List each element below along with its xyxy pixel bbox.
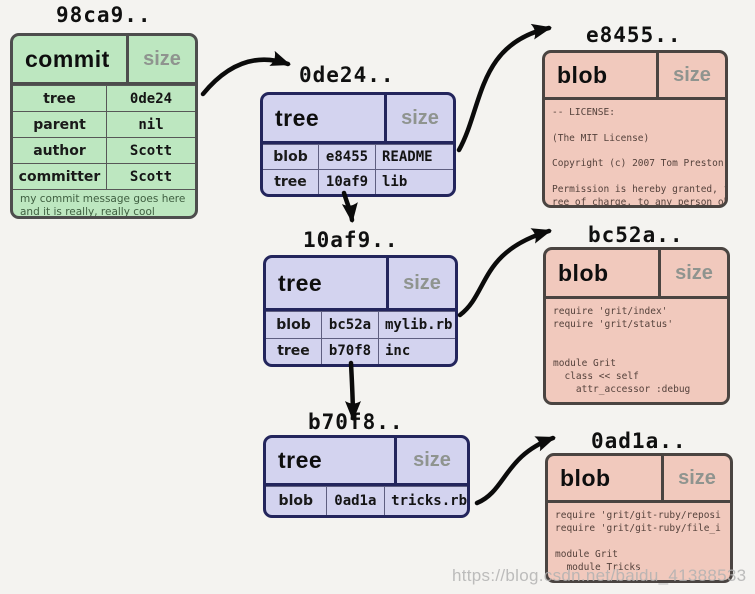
blob1-type-label: blob (557, 61, 608, 88)
tree2-size-label: size (386, 258, 455, 308)
commit-row-key: tree (13, 86, 107, 111)
entry-hash: 10af9 (319, 170, 376, 194)
blob-content-line: module Tricks (555, 562, 641, 573)
blob-content-line: require 'grit/git-ruby/file_i (555, 523, 721, 534)
blob-content-line: Copyright (c) 2007 Tom Preston- (552, 158, 725, 170)
blob-content-line: require 'grit/index' (553, 306, 668, 317)
blob-content-line: require 'grit/status' (553, 319, 674, 330)
blob-content-line (552, 145, 719, 158)
blob-content-line (555, 536, 724, 549)
commit-row-key: committer (13, 164, 107, 189)
tree2-header: tree size (266, 258, 455, 311)
blob-content-line: class << self (553, 371, 639, 382)
commit-hash-label: 98ca9.. (56, 3, 152, 27)
blob-content-line (552, 120, 719, 133)
tree3-entry-tricks: blob 0ad1a tricks.rb (266, 486, 467, 515)
commit-row-value: nil (138, 116, 164, 133)
blob3-content: require 'grit/git-ruby/reposi require 'gr… (548, 503, 730, 580)
commit-object-box: commit size tree 0de24 parent nil author… (10, 33, 198, 219)
tree3-header: tree size (266, 438, 467, 486)
tree1-size-label: size (384, 95, 453, 141)
commit-message-line: my commit message goes here (20, 193, 186, 205)
commit-type-label: commit (25, 45, 110, 72)
tree1-header: tree size (263, 95, 453, 144)
arrow-commit-to-tree1 (200, 50, 291, 97)
entry-type: blob (266, 312, 322, 338)
arrow-tree2-to-blob2 (457, 228, 552, 318)
blob3-size-label: size (661, 456, 730, 500)
blob2-content: require 'grit/index' require 'grit/status… (546, 299, 727, 402)
blob2-type-label: blob (558, 259, 609, 286)
commit-row-parent: parent nil (13, 111, 195, 137)
tree3-type-label: tree (278, 447, 323, 473)
entry-type: tree (266, 338, 322, 364)
blob-content-line: ree of charge, to any person ob (552, 196, 725, 205)
entry-name: tricks.rb (391, 493, 467, 509)
tree2-entry-mylib: blob bc52a mylib.rb (266, 311, 455, 338)
commit-row-value: 0de24 (129, 90, 173, 107)
entry-type: tree (263, 170, 319, 194)
blob-content-line: Permission is hereby granted, f (552, 183, 725, 195)
blob2-header: blob size (546, 250, 727, 299)
blob2-object-box: blob size require 'grit/index'require 'g… (543, 247, 730, 405)
blob-content-line: module Grit (553, 358, 616, 369)
tree2-object-box: tree size blob bc52a mylib.rb tree b70f8… (263, 255, 458, 367)
entry-hash: b70f8 (322, 338, 379, 364)
blob1-object-box: blob size -- LICENSE: (The MIT License) Co… (542, 50, 728, 208)
tree2-type-label: tree (278, 269, 323, 296)
blob-content-line: (The MIT License) (552, 132, 650, 144)
blob1-size-label: size (656, 53, 725, 97)
tree1-type-label: tree (275, 104, 320, 131)
blob-content-line: module Grit (555, 549, 618, 560)
tree3-hash-label: b70f8.. (308, 410, 404, 434)
commit-row-author: author Scott (13, 137, 195, 163)
blob3-type-label: blob (560, 464, 611, 491)
commit-row-value: Scott (129, 168, 173, 185)
blob2-size-label: size (658, 250, 727, 296)
arrow-tree1-to-tree2 (341, 190, 358, 223)
entry-hash: 0ad1a (327, 487, 386, 515)
entry-name: README (382, 149, 433, 165)
blob-content-line: require 'grit/git-ruby/reposi (555, 510, 721, 521)
entry-type: blob (266, 487, 327, 515)
entry-type: blob (263, 145, 319, 169)
blob-content-line (553, 332, 721, 345)
commit-row-key: author (13, 138, 107, 163)
commit-row-value: Scott (129, 142, 173, 159)
tree1-hash-label: 0de24.. (299, 63, 395, 87)
arrow-tree1-to-blob1 (456, 23, 552, 153)
tree2-entry-inc: tree b70f8 inc (266, 337, 455, 364)
tree2-hash-label: 10af9.. (303, 228, 399, 252)
blob-content-line: attr_accessor :debug (553, 384, 691, 395)
blob2-hash-label: bc52a.. (588, 223, 684, 247)
tree3-object-box: tree size blob 0ad1a tricks.rb (263, 435, 470, 518)
tree3-size-label: size (394, 438, 467, 483)
tree1-object-box: tree size blob e8455 README tree 10af9 l… (260, 92, 456, 197)
watermark-text: https://blog.csdn.net/baidu_41388533 (452, 566, 747, 585)
commit-size-label: size (126, 36, 195, 82)
tree1-entry-lib: tree 10af9 lib (263, 169, 453, 194)
tree1-entry-readme: blob e8455 README (263, 144, 453, 169)
commit-row-key: parent (13, 112, 107, 137)
commit-message-line: and it is really, really cool (20, 205, 155, 218)
blob-content-line (552, 171, 719, 184)
commit-header: commit size (13, 36, 195, 85)
commit-row-committer: committer Scott (13, 163, 195, 189)
blob1-hash-label: e8455.. (586, 23, 682, 47)
entry-hash: bc52a (322, 312, 379, 338)
entry-hash: e8455 (319, 145, 376, 169)
blob-content-line: -- LICENSE: (552, 107, 615, 118)
blob1-header: blob size (545, 53, 725, 100)
entry-name: lib (382, 174, 408, 190)
arrow-tree3-to-blob3 (474, 435, 556, 506)
entry-name: mylib.rb (385, 316, 453, 333)
blob-content-line (553, 345, 721, 358)
commit-row-tree: tree 0de24 (13, 85, 195, 111)
blob3-header: blob size (548, 456, 730, 503)
blob3-hash-label: 0ad1a.. (591, 429, 687, 453)
entry-name: inc (385, 343, 411, 360)
blob1-content: -- LICENSE: (The MIT License) Copyright (c… (545, 100, 725, 205)
